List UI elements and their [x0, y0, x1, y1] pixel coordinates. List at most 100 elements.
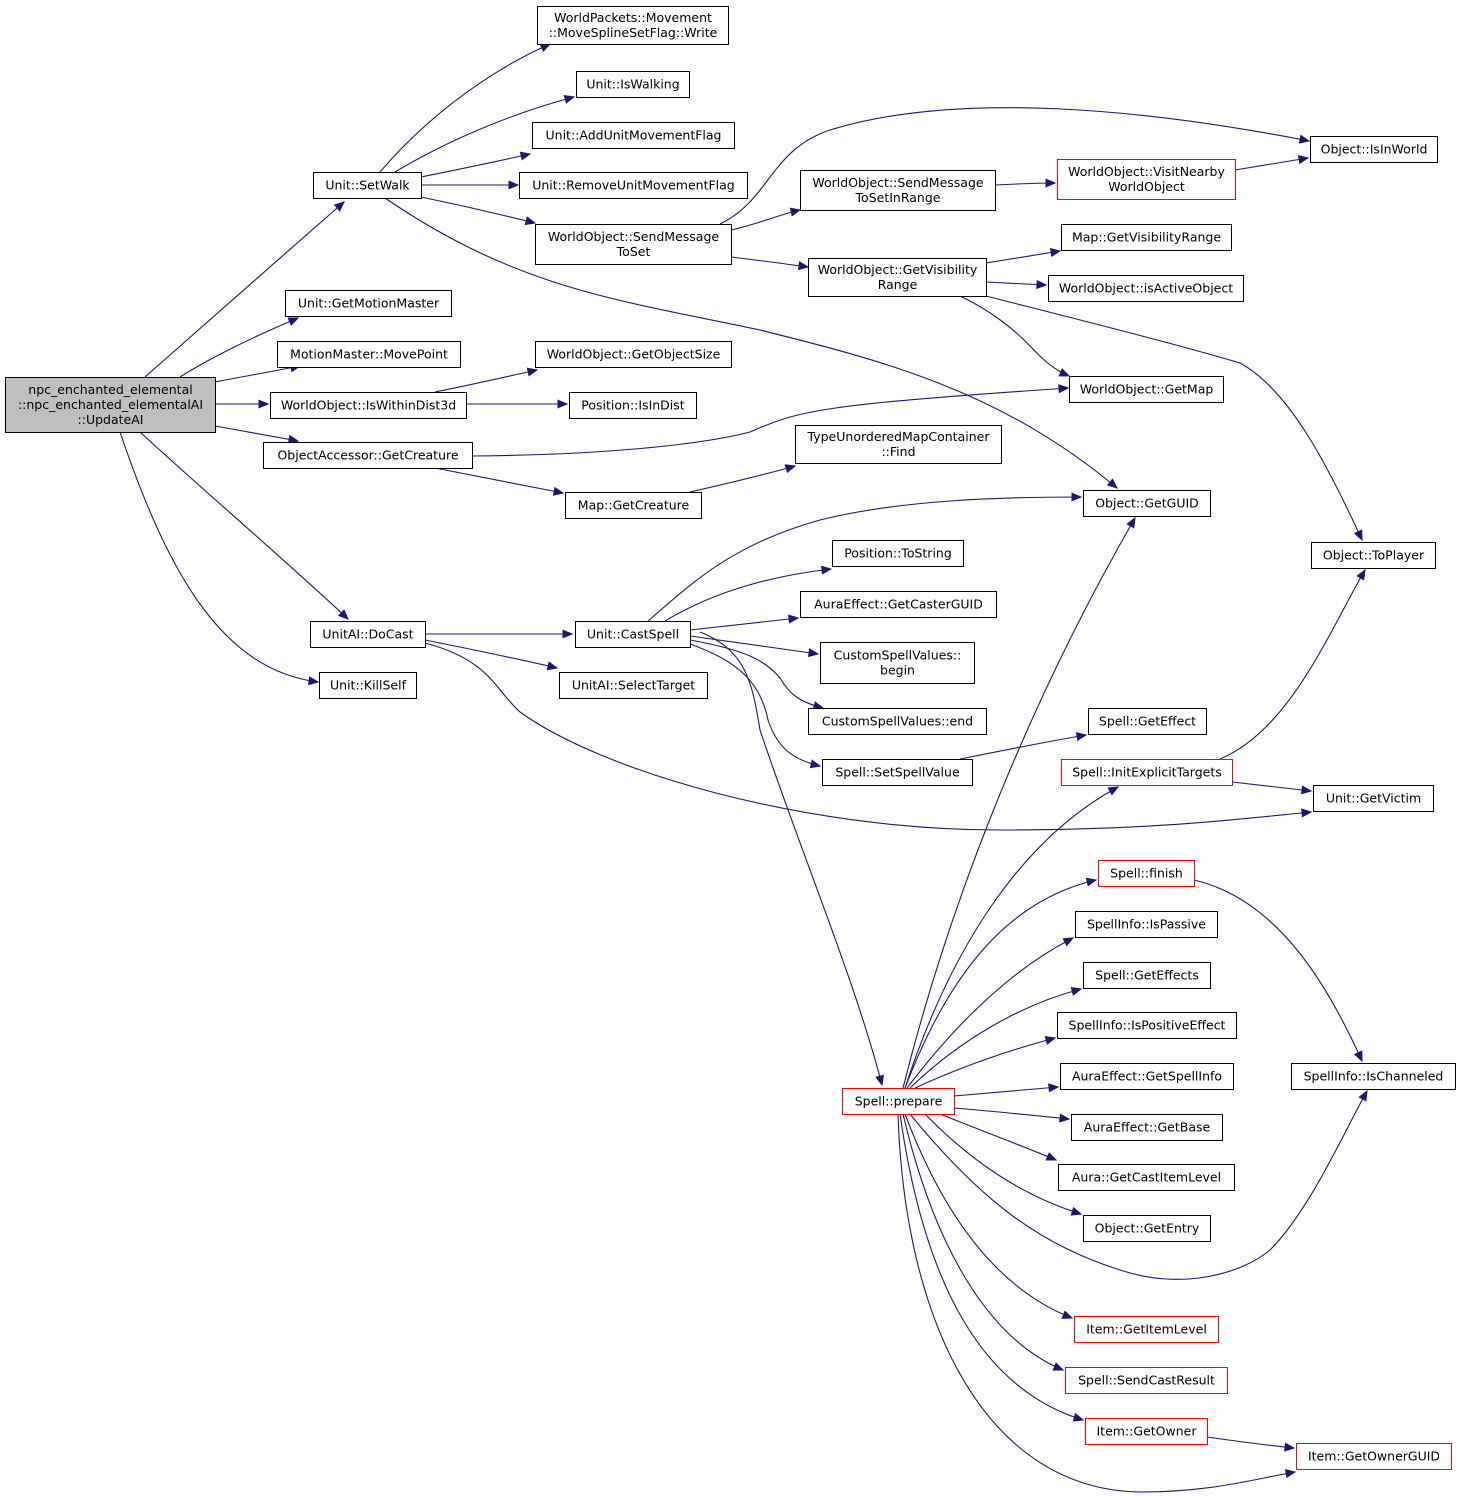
- node-label: Unit::GetVictim: [1326, 791, 1421, 806]
- node-label: ::Find: [881, 444, 915, 459]
- node-unit-iswalking[interactable]: Unit::IsWalking: [576, 71, 690, 98]
- arrowhead: [808, 648, 820, 658]
- node-objectaccessor-getcreature[interactable]: ObjectAccessor::GetCreature: [263, 442, 473, 469]
- node-unit-addunitmovementflag[interactable]: Unit::AddUnitMovementFlag: [532, 122, 735, 149]
- node-box: [842, 1088, 955, 1115]
- node-object-isinworld[interactable]: Object::IsInWorld: [1310, 136, 1438, 163]
- node-spell-finish[interactable]: Spell::finish: [1098, 860, 1195, 887]
- node-item-getowner[interactable]: Item::GetOwner: [1085, 1418, 1208, 1445]
- node-position-tostring[interactable]: Position::ToString: [832, 540, 964, 567]
- node-spell-initexplicittargets[interactable]: Spell::InitExplicitTargets: [1061, 759, 1233, 786]
- node-map-getvisibilityrange[interactable]: Map::GetVisibilityRange: [1061, 224, 1232, 251]
- node-label: Object::GetGUID: [1095, 496, 1199, 511]
- node-box: [263, 442, 473, 469]
- node-root[interactable]: npc_enchanted_elemental::npc_enchanted_e…: [5, 377, 216, 433]
- node-label: WorldPackets::Movement: [554, 10, 712, 25]
- node-unit-killself[interactable]: Unit::KillSelf: [319, 672, 417, 699]
- node-spellinfo-ispositiveeffect[interactable]: SpellInfo::IsPositiveEffect: [1057, 1012, 1237, 1039]
- node-label: UnitAI::SelectTarget: [572, 678, 695, 693]
- edge-spell-prepare-to-spellinfo-ispositiveeffect: [914, 1035, 1057, 1089]
- arrowhead: [563, 94, 576, 104]
- node-object-toplayer[interactable]: Object::ToPlayer: [1311, 542, 1436, 569]
- node-worldobject-isactiveobject[interactable]: WorldObject::isActiveObject: [1048, 275, 1244, 302]
- node-unit-castspell[interactable]: Unit::CastSpell: [575, 621, 691, 648]
- node-aura-getcastitemlevel[interactable]: Aura::GetCastItemLevel: [1058, 1164, 1235, 1191]
- node-box: [832, 540, 964, 567]
- node-box: [565, 492, 702, 519]
- arrowhead: [524, 216, 537, 226]
- node-spell-geteffects[interactable]: Spell::GetEffects: [1083, 962, 1211, 989]
- edge-spell-prepare-to-item-getownerguid: [897, 1113, 1297, 1493]
- node-movesplinesetflag-write[interactable]: WorldPackets::Movement::MoveSplineSetFla…: [537, 6, 729, 45]
- node-box: [1061, 759, 1233, 786]
- arrowhead: [562, 629, 574, 639]
- node-box: [319, 672, 417, 699]
- edge-objectaccessor-getcreature-to-map-getcreature: [434, 467, 565, 496]
- arrowhead: [1062, 937, 1075, 947]
- node-label: Map::GetCreature: [578, 498, 690, 513]
- node-unit-getmotionmaster[interactable]: Unit::GetMotionMaster: [285, 290, 452, 317]
- edge-root-to-worldobject-iswithindist3d: [214, 399, 270, 409]
- node-worldobject-getmap[interactable]: WorldObject::GetMap: [1069, 376, 1224, 403]
- node-customspellvalues-end[interactable]: CustomSpellValues::end: [808, 708, 987, 735]
- edge-worldobject-sendmessagetoset-to-worldobject-sendmessagetosetinrange: [730, 207, 802, 231]
- node-auraeffect-getspellinfo[interactable]: AuraEffect::GetSpellInfo: [1060, 1063, 1234, 1090]
- node-spell-setspellvalue[interactable]: Spell::SetSpellValue: [822, 759, 973, 786]
- node-worldobject-getvisibilityrange[interactable]: WorldObject::GetVisibilityRange: [808, 258, 987, 297]
- arrowhead: [337, 609, 349, 620]
- node-auraeffect-getbase[interactable]: AuraEffect::GetBase: [1071, 1114, 1223, 1141]
- node-spell-geteffect[interactable]: Spell::GetEffect: [1088, 708, 1207, 735]
- node-spellinfo-ischanneled[interactable]: SpellInfo::IsChanneled: [1291, 1063, 1456, 1090]
- edge-worldobject-getvisibilityrange-to-map-getvisibilityrange: [985, 248, 1062, 264]
- node-box: [822, 759, 973, 786]
- node-spell-sendcastresult[interactable]: Spell::SendCastResult: [1065, 1367, 1228, 1394]
- node-customspellvalues-begin[interactable]: CustomSpellValues::begin: [820, 642, 975, 684]
- edge-worldobject-sendmessagetoset-to-worldobject-getvisibilityrange: [730, 256, 810, 271]
- node-box: [310, 621, 426, 648]
- node-motionmaster-movepoint[interactable]: MotionMaster::MovePoint: [277, 341, 461, 368]
- arrowhead: [287, 434, 300, 444]
- node-label: Item::GetOwner: [1097, 1424, 1198, 1439]
- node-object-getentry[interactable]: Object::GetEntry: [1083, 1215, 1211, 1242]
- node-object-getguid[interactable]: Object::GetGUID: [1083, 490, 1211, 517]
- node-typeunorderedmapcontainer-find[interactable]: TypeUnorderedMapContainer::Find: [795, 425, 1002, 464]
- edge-spell-prepare-to-spell-initexplicittargets: [904, 786, 1120, 1089]
- node-unit-setwalk[interactable]: Unit::SetWalk: [313, 172, 422, 199]
- node-box: [1311, 542, 1436, 569]
- edge-spell-prepare-to-spell-sendcastresult: [902, 1113, 1065, 1371]
- edge-unit-castspell-to-customspellvalues-begin: [689, 635, 820, 658]
- arrowhead: [1107, 786, 1120, 796]
- node-unit-removeunitmovementflag[interactable]: Unit::RemoveUnitMovementFlag: [519, 172, 748, 199]
- node-worldobject-iswithindist3d[interactable]: WorldObject::IsWithinDist3d: [270, 392, 467, 419]
- node-label: ObjectAccessor::GetCreature: [277, 448, 458, 463]
- node-position-isindist[interactable]: Position::IsInDist: [569, 392, 697, 419]
- arrowhead: [1284, 1469, 1297, 1479]
- node-auraeffect-getcasterguid[interactable]: AuraEffect::GetCasterGUID: [800, 591, 997, 618]
- node-unitai-docast[interactable]: UnitAI::DoCast: [310, 621, 426, 648]
- node-worldobject-getobjectsize[interactable]: WorldObject::GetObjectSize: [535, 341, 732, 368]
- node-spellinfo-ispassive[interactable]: SpellInfo::IsPassive: [1075, 911, 1218, 938]
- arrowhead: [1301, 808, 1313, 818]
- node-label: ::MoveSplineSetFlag::Write: [549, 25, 718, 40]
- arrowhead: [333, 201, 345, 212]
- node-item-getitemlevel[interactable]: Item::GetItemLevel: [1074, 1316, 1219, 1343]
- edge-spell-initexplicittargets-to-object-toplayer: [1219, 568, 1366, 760]
- node-item-getownerguid[interactable]: Item::GetOwnerGUID: [1296, 1443, 1452, 1470]
- arrowhead: [539, 43, 552, 52]
- node-unitai-selecttarget[interactable]: UnitAI::SelectTarget: [559, 672, 708, 699]
- node-box: [1310, 136, 1438, 163]
- arrowhead: [1072, 1412, 1085, 1422]
- node-box: [800, 170, 996, 211]
- node-label: Object::IsInWorld: [1321, 142, 1428, 157]
- node-label: Object::ToPlayer: [1323, 548, 1425, 563]
- arrowhead: [1071, 492, 1083, 502]
- edge-map-getcreature-to-typeunorderedmapcontainer-find: [689, 464, 797, 493]
- node-spell-prepare[interactable]: Spell::prepare: [842, 1088, 955, 1115]
- node-label: Position::ToString: [844, 546, 952, 561]
- node-unit-getvictim[interactable]: Unit::GetVictim: [1313, 785, 1434, 812]
- node-map-getcreature[interactable]: Map::GetCreature: [565, 492, 702, 519]
- arrowhead: [1052, 1362, 1065, 1371]
